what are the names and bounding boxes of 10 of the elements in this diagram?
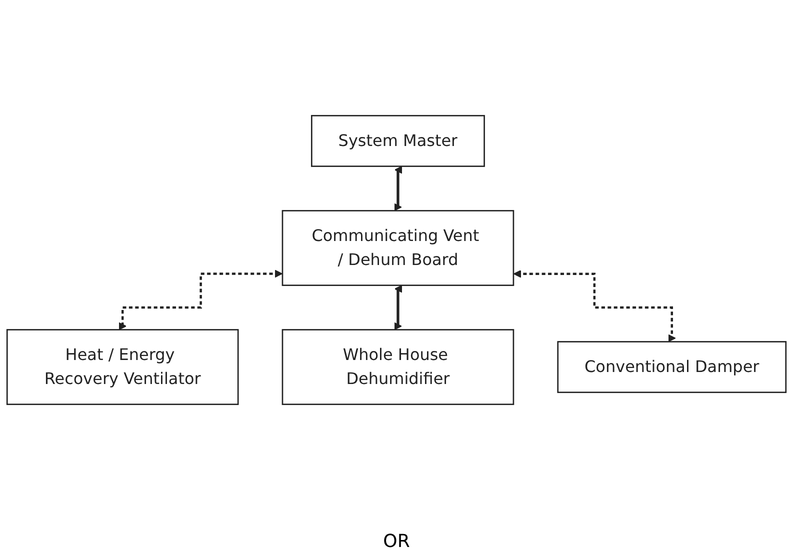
node-box: System Master [311,114,485,167]
node-box: Whole House Dehumidifier [282,329,514,406]
node-box: Heat / Energy Recovery Ventilator [6,329,239,406]
note-text: OR [383,531,410,552]
arrow [394,166,402,212]
arrow [513,270,676,342]
arrow [394,285,402,330]
node-box: Conventional Damper [557,341,787,394]
node-box: Communicating Vent / Dehum Board [282,210,514,286]
arrow [118,270,283,330]
